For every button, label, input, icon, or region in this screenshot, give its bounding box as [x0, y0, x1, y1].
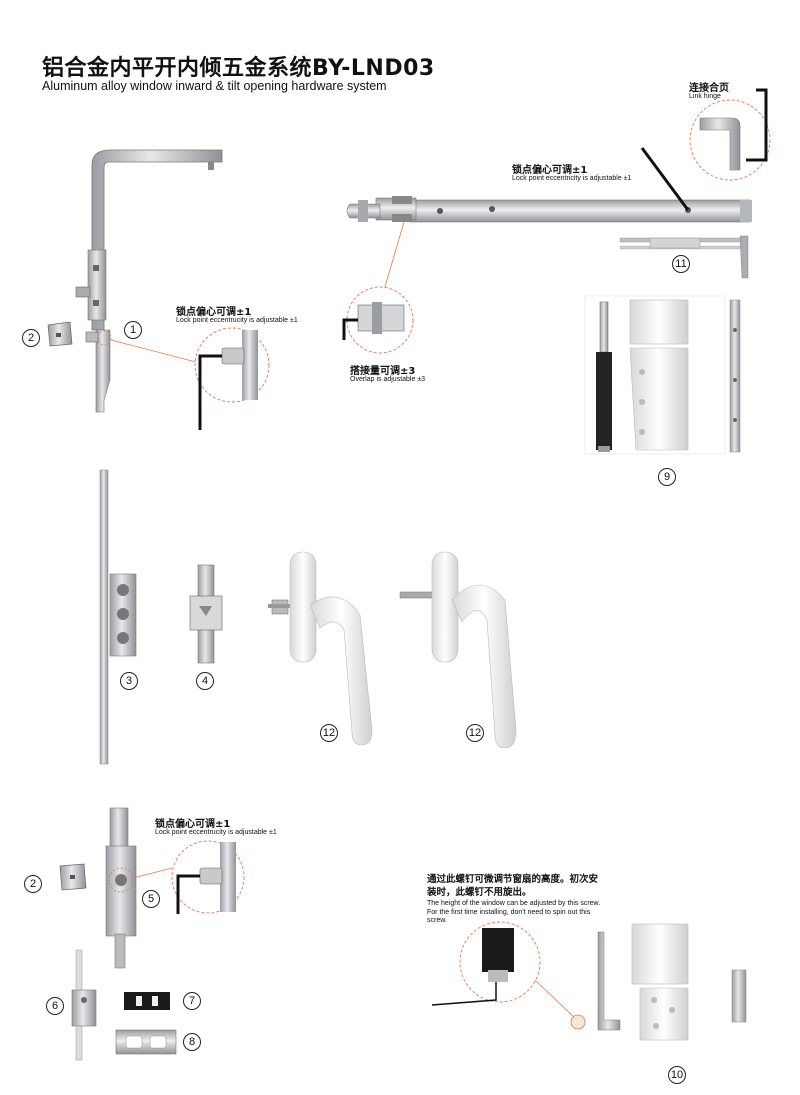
keeper-part: [47, 321, 73, 347]
bottom-hinge-part: [570, 923, 747, 1041]
overlap-label: 搭接量可调±3: [350, 366, 416, 377]
part-number-badge: 1: [124, 321, 142, 339]
screw-note-en: The height of the window can be adjusted…: [427, 900, 601, 924]
eccentric-bottom-label-en: Lock point eccentrucity is adjustable ±1: [155, 829, 277, 836]
leader-line: [534, 979, 576, 1019]
lock-point-part: [189, 564, 223, 664]
page-title: 铝合金内平开内倾五金系统BY-LND03: [42, 56, 435, 81]
connector-part: [124, 992, 170, 1010]
part-number-badge: 10: [668, 1066, 686, 1084]
leader-line: [383, 221, 405, 291]
link-hinge-label: 连接合页: [689, 83, 729, 94]
page-subtitle: Aluminum alloy window inward & tilt open…: [42, 79, 387, 93]
part-number-badge: 12: [466, 724, 484, 742]
keeper-part: [59, 863, 87, 891]
screw-detail-circle: [431, 921, 541, 1006]
part-number-badge: 6: [46, 997, 64, 1015]
part-number-badge: 12: [320, 724, 338, 742]
part-number-badge: 2: [24, 875, 42, 893]
guide-plate-part: [115, 1029, 177, 1055]
detail-circle-link-hinge: [689, 88, 771, 181]
eccentric-left-label-en: Lock point eccentrucity is adjustable ±1: [176, 317, 298, 324]
eccentric-top-label-en: Lock point eccentricity is adjustable ±1: [512, 175, 632, 182]
hinge-set-part: [584, 295, 741, 455]
tilt-lock-part: [71, 949, 97, 1061]
eccentric-bottom-label: 锁点偏心可调±1: [155, 819, 231, 830]
espag-rod-part: [99, 469, 137, 765]
overlap-label-en: Overlap is adjustable ±3: [350, 376, 426, 383]
leader-line: [110, 339, 197, 363]
detail-circle-eccentric-left: [194, 327, 270, 430]
corner-drive-part: [75, 149, 223, 413]
part-number-badge: 5: [142, 890, 160, 908]
part-number-badge: 3: [120, 672, 138, 690]
handle-part: [268, 551, 373, 746]
stay-arm-part: [346, 147, 752, 279]
handle-part: [399, 551, 517, 749]
link-hinge-label-en: Link hinge: [689, 93, 721, 100]
part-number-badge: 9: [658, 468, 676, 486]
part-number-badge: 2: [22, 329, 40, 347]
screw-note: 通过此螺钉可微调节窗扇的高度。初次安装时，此螺钉不用旋出。: [427, 874, 599, 898]
eccentric-top-label: 锁点偏心可调±1: [512, 165, 588, 176]
eccentric-left-label: 锁点偏心可调±1: [176, 307, 252, 318]
detail-circle-overlap: [342, 286, 414, 354]
middle-lock-part: [105, 807, 137, 969]
part-number-badge: 4: [196, 672, 214, 690]
part-number-badge: 7: [183, 992, 201, 1010]
detail-circle-eccentric-bottom: [171, 840, 245, 914]
part-number-badge: 8: [183, 1033, 201, 1051]
leader-line: [132, 867, 173, 879]
part-number-badge: 11: [672, 255, 690, 273]
